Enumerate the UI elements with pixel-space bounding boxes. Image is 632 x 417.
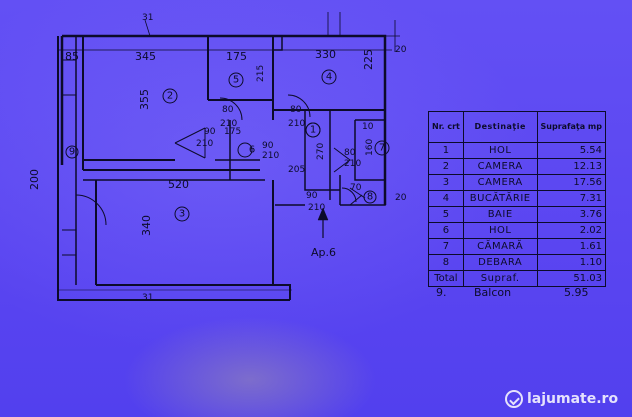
grid-mark-1: 31: [142, 13, 153, 23]
dim-right-top: 225: [362, 49, 375, 70]
room-numbers: 1 2 3 4 5 6 7 8 9: [69, 69, 385, 222]
dim-sub-16: 90: [306, 191, 318, 201]
room-number-1: 1: [310, 125, 316, 136]
balcony-area: 5.95: [564, 286, 589, 299]
room-number-4: 4: [326, 72, 332, 83]
row-nr: 4: [428, 190, 464, 207]
total-label: Total: [428, 270, 464, 287]
dim-sub-12: 210: [344, 159, 361, 169]
dim-sub-10: 205: [288, 165, 305, 175]
dimension-labels: 85 345 175 330 225 215 80 210 80 210 90 …: [28, 13, 407, 303]
room-number-6: 6: [249, 145, 255, 156]
row-destination: CAMERA: [462, 158, 538, 175]
total-dest: Supraf.: [462, 270, 538, 287]
dim-sub-6: 90: [204, 127, 216, 137]
dim-sub-18: 90: [262, 141, 274, 151]
dim-left-1: 355: [138, 89, 151, 110]
dim-top-4: 330: [315, 48, 336, 61]
row-nr: 6: [428, 222, 464, 239]
grid-mark-2: 31: [142, 293, 153, 303]
check-circle-icon: [505, 390, 523, 408]
table-header-row: Nr. crt Destinaţie Suprafaţa mp: [428, 111, 607, 143]
header-area: Suprafaţa mp: [536, 111, 607, 143]
row-nr: 1: [428, 142, 464, 159]
watermark-text: lajumate.ro: [527, 391, 619, 407]
table-total-row: Total Supraf. 51.03: [428, 270, 607, 287]
row-nr: 8: [428, 254, 464, 271]
row-area: 17.56: [536, 174, 607, 191]
row-destination: HOL: [462, 142, 538, 159]
room-number-8: 8: [367, 192, 373, 203]
row-area: 2.02: [536, 222, 607, 239]
grid-mark-4: 20: [395, 193, 407, 203]
dim-sub-11: 80: [344, 148, 356, 158]
row-area: 5.54: [536, 142, 607, 159]
dim-sub-19: 210: [262, 151, 279, 161]
dim-sub-5: 210: [288, 119, 305, 129]
dim-top-2: 345: [135, 50, 156, 63]
dim-sub-8: 210: [196, 139, 213, 149]
dim-top-3: 175: [226, 50, 247, 63]
row-nr: 2: [428, 158, 464, 175]
row-area: 1.10: [536, 254, 607, 271]
dim-bottom-span: 520: [168, 178, 189, 191]
watermark: lajumate.ro: [505, 388, 618, 410]
apartment-label: Ap.6: [311, 246, 337, 259]
row-destination: BUCĂTĂRIE: [462, 190, 538, 207]
row-area: 1.61: [536, 238, 607, 255]
room-number-5: 5: [233, 75, 239, 86]
dim-sub-2: 80: [222, 105, 234, 115]
balcony-nr: 9.: [436, 286, 447, 299]
room-number-9: 9: [69, 147, 75, 158]
balcony-dest: Balcon: [474, 286, 512, 299]
balcony-row: 9. Balcon 5.95: [432, 286, 612, 302]
row-area: 3.76: [536, 206, 607, 223]
walls: [57, 12, 400, 301]
dim-sub-4: 80: [290, 105, 302, 115]
header-destination: Destinaţie: [462, 111, 538, 143]
dim-sub-7: 175: [224, 127, 241, 137]
row-destination: CĂMARĂ: [462, 238, 538, 255]
row-nr: 7: [428, 238, 464, 255]
row-destination: BAIE: [462, 206, 538, 223]
room-number-7: 7: [379, 143, 385, 154]
row-area: 7.31: [536, 190, 607, 207]
dim-sub-1: 215: [256, 65, 266, 82]
dim-top-1: 85: [65, 50, 79, 63]
row-area: 12.13: [536, 158, 607, 175]
dim-sub-14: 160: [365, 139, 375, 156]
row-nr: 3: [428, 174, 464, 191]
grid-mark-3: 20: [395, 45, 407, 55]
dim-sub-13: 10: [362, 122, 374, 132]
dim-sub-15: 70: [350, 183, 362, 193]
dim-left-3: 200: [28, 169, 41, 190]
row-nr: 5: [428, 206, 464, 223]
row-destination: DEBARA: [462, 254, 538, 271]
total-area: 51.03: [536, 270, 607, 287]
dim-sub-17: 210: [308, 203, 325, 213]
dim-sub-3: 210: [220, 119, 237, 129]
dim-sub-9: 270: [316, 143, 326, 160]
row-destination: HOL: [462, 222, 538, 239]
room-number-3: 3: [179, 209, 185, 220]
header-nr: Nr. crt: [428, 111, 464, 143]
row-destination: CAMERA: [462, 174, 538, 191]
dim-left-2: 340: [140, 215, 153, 236]
room-number-2: 2: [167, 91, 173, 102]
